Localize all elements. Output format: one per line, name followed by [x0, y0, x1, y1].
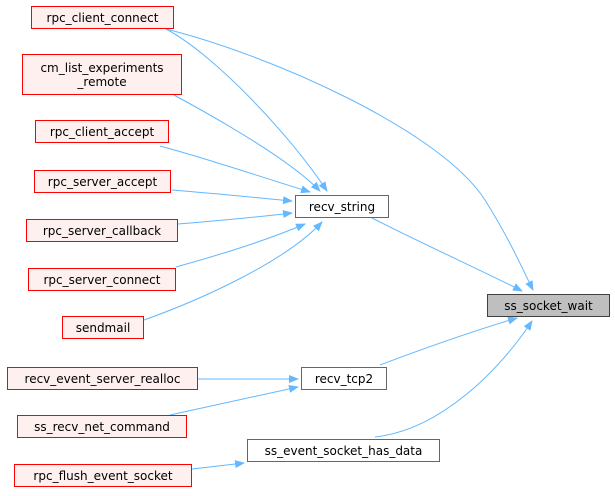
edge-sendmail-to-recv-string [143, 221, 323, 321]
edge-cm-list-experiments-remote-to-recv-string [173, 94, 321, 192]
edge-rpc-server-connect-to-recv-string [175, 223, 306, 268]
node-ss-event-socket-has-data[interactable]: ss_event_socket_has_data [247, 439, 440, 462]
edge-rpc-server-accept-to-recv-string [171, 189, 293, 205]
node-ss-recv-net-command[interactable]: ss_recv_net_command [17, 415, 187, 438]
edge-ss-recv-net-command-to-recv-tcp2 [169, 384, 299, 416]
node-rpc-flush-event-socket[interactable]: rpc_flush_event_socket [14, 464, 192, 487]
edge-ss-event-socket-has-data-to-ss-socket-wait [374, 320, 533, 438]
edge-rpc-flush-event-socket-to-ss-event-socket-has-data [191, 460, 245, 470]
node-rpc-server-callback[interactable]: rpc_server_callback [26, 219, 178, 242]
node-recv-string[interactable]: recv_string [295, 195, 389, 218]
edge-rpc-client-accept-to-recv-string [159, 145, 311, 194]
node-rpc-server-accept[interactable]: rpc_server_accept [34, 170, 171, 193]
node-ss-socket-wait: ss_socket_wait [487, 294, 610, 317]
edge-recv-tcp2-to-ss-socket-wait [379, 316, 518, 366]
node-cm-list-experiments-remote[interactable]: cm_list_experiments _remote [22, 54, 182, 95]
edge-rpc-client-connect-to-recv-string [165, 28, 328, 192]
node-rpc-client-accept[interactable]: rpc_client_accept [35, 120, 169, 143]
node-recv-tcp2[interactable]: recv_tcp2 [301, 367, 387, 390]
node-recv-event-server-realloc[interactable]: recv_event_server_realloc [7, 367, 198, 390]
edge-rpc-server-callback-to-recv-string [177, 210, 293, 225]
edge-rpc-client-connect-to-ss-socket-wait [165, 28, 534, 291]
node-sendmail[interactable]: sendmail [62, 316, 144, 339]
edge-recv-string-to-ss-socket-wait [371, 217, 523, 292]
node-rpc-server-connect[interactable]: rpc_server_connect [28, 268, 176, 291]
node-rpc-client-connect[interactable]: rpc_client_connect [31, 6, 174, 29]
